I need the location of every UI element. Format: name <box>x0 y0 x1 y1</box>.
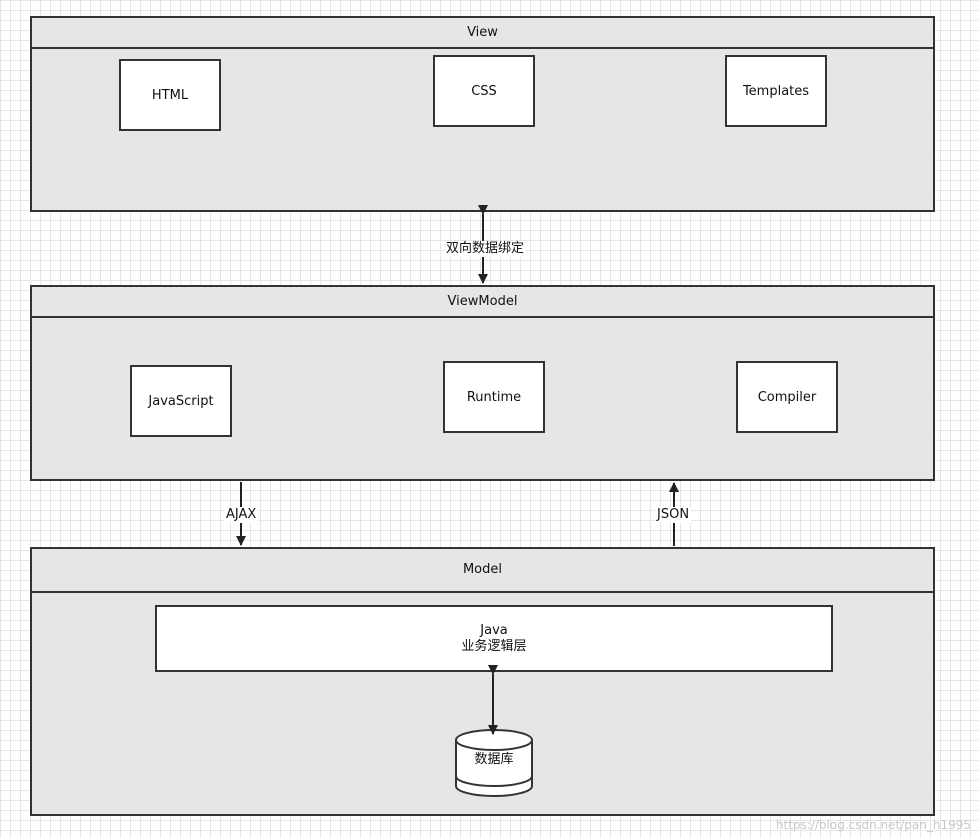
business-logic-line2: 业务逻辑层 <box>461 638 527 654</box>
database-label: 数据库 <box>474 752 514 767</box>
business-logic-line1: Java <box>480 622 508 638</box>
watermark: https://blog.csdn.net/pan_h1995 <box>775 818 971 832</box>
javascript-node: JavaScript <box>130 365 232 437</box>
html-node: HTML <box>119 59 221 131</box>
view-layer-title: View <box>32 18 933 49</box>
templates-node: Templates <box>725 55 827 127</box>
json-label: JSON <box>655 507 692 523</box>
runtime-node: Runtime <box>443 361 545 433</box>
compiler-node: Compiler <box>736 361 838 433</box>
css-node: CSS <box>433 55 535 127</box>
ajax-label: AJAX <box>224 507 259 523</box>
two-way-binding-label: 双向数据绑定 <box>444 241 527 257</box>
database-cylinder-icon <box>455 729 533 797</box>
business-logic-node: Java 业务逻辑层 <box>155 605 833 672</box>
viewmodel-layer-title: ViewModel <box>32 287 933 318</box>
model-layer-title: Model <box>32 549 933 593</box>
